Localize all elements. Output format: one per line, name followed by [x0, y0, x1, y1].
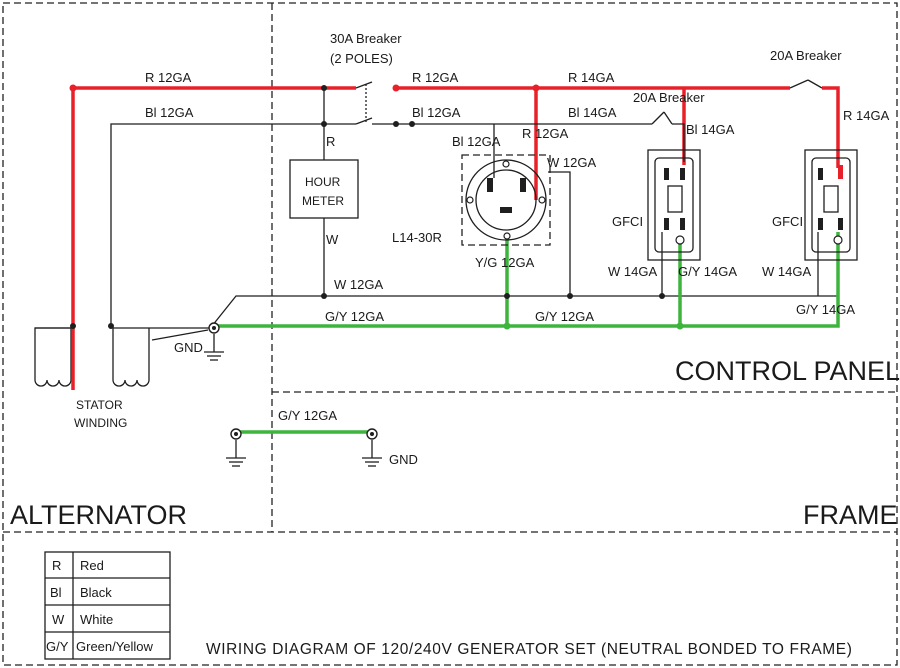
color-legend-table	[44, 551, 171, 660]
legend-code: W	[52, 612, 65, 627]
wire-label-w12-recept: W 12GA	[547, 155, 596, 170]
wire-label-r12-recept: R 12GA	[522, 126, 569, 141]
gfci-right-label: GFCI	[772, 214, 803, 229]
wire-label-r12-top-mid: R 12GA	[412, 70, 459, 85]
wire-label-bl14-gfci: Bl 14GA	[686, 122, 735, 137]
legend-meaning: Green/Yellow	[76, 639, 153, 654]
green-wires	[218, 232, 840, 434]
gfci-left	[647, 149, 701, 261]
wire-label-w-hour: W	[326, 232, 339, 247]
control-panel-section-title: CONTROL PANEL	[675, 356, 900, 386]
gfci-right	[804, 149, 858, 261]
wire-label-gy12-right: G/Y 12GA	[535, 309, 594, 324]
wire-label-bl12-recept: Bl 12GA	[452, 134, 501, 149]
wire-label-yg12: Y/G 12GA	[475, 255, 535, 270]
breaker-30a-symbol[interactable]	[355, 81, 373, 125]
wire-label-r-hour: R	[326, 134, 335, 149]
wire-label-bl14-top: Bl 14GA	[568, 105, 617, 120]
wire-label-r14-top: R 14GA	[568, 70, 615, 85]
hour-meter-label-2: METER	[302, 194, 344, 208]
stator-label-2: WINDING	[74, 416, 127, 430]
gnd-label-frame: GND	[389, 452, 418, 467]
breaker-30a-poles-label: (2 POLES)	[330, 51, 393, 66]
wire-label-gy14-left: G/Y 14GA	[678, 264, 737, 279]
legend-code: R	[52, 558, 61, 573]
wire-label-w14-left: W 14GA	[608, 264, 657, 279]
breaker-20a-right-label: 20A Breaker	[770, 48, 842, 63]
ground-symbol-panel	[204, 322, 224, 361]
alternator-section-title: ALTERNATOR	[10, 500, 187, 530]
legend-code: G/Y	[46, 639, 69, 654]
stator-winding	[34, 327, 212, 387]
black-wires	[110, 88, 838, 341]
l14-30r-label: L14-30R	[392, 230, 442, 245]
ground-symbol-frame-left	[226, 428, 246, 467]
wire-label-gy12-frame: G/Y 12GA	[278, 408, 337, 423]
breaker-20a-left-symbol[interactable]	[651, 111, 673, 125]
diagram-caption: WIRING DIAGRAM OF 120/240V GENERATOR SET…	[206, 641, 853, 658]
gnd-label-panel: GND	[174, 340, 203, 355]
wire-label-bl12-top-left: Bl 12GA	[145, 105, 194, 120]
wire-label-w12-bus: W 12GA	[334, 277, 383, 292]
stator-label-1: STATOR	[76, 398, 123, 412]
wire-label-bl12-mid: Bl 12GA	[412, 105, 461, 120]
wire-label-gy14-right: G/Y 14GA	[796, 302, 855, 317]
ground-symbol-frame-right	[362, 428, 382, 467]
wire-label-r14-right: R 14GA	[843, 108, 890, 123]
hour-meter-label-1: HOUR	[305, 175, 341, 189]
gfci-left-label: GFCI	[612, 214, 643, 229]
junction-dots	[69, 84, 684, 330]
hour-meter	[289, 159, 359, 219]
legend-code: Bl	[50, 585, 62, 600]
legend-meaning: White	[80, 612, 113, 627]
breaker-20a-right-symbol[interactable]	[789, 79, 823, 89]
wire-label-gy12-left: G/Y 12GA	[325, 309, 384, 324]
wire-label-w14-right: W 14GA	[762, 264, 811, 279]
frame-section-title: FRAME	[803, 500, 898, 530]
legend-meaning: Black	[80, 585, 112, 600]
legend-meaning: Red	[80, 558, 104, 573]
l14-30r-receptacle	[461, 154, 551, 246]
breaker-30a-label: 30A Breaker	[330, 31, 402, 46]
breaker-20a-left-label: 20A Breaker	[633, 90, 705, 105]
wire-label-r12-top-left: R 12GA	[145, 70, 192, 85]
